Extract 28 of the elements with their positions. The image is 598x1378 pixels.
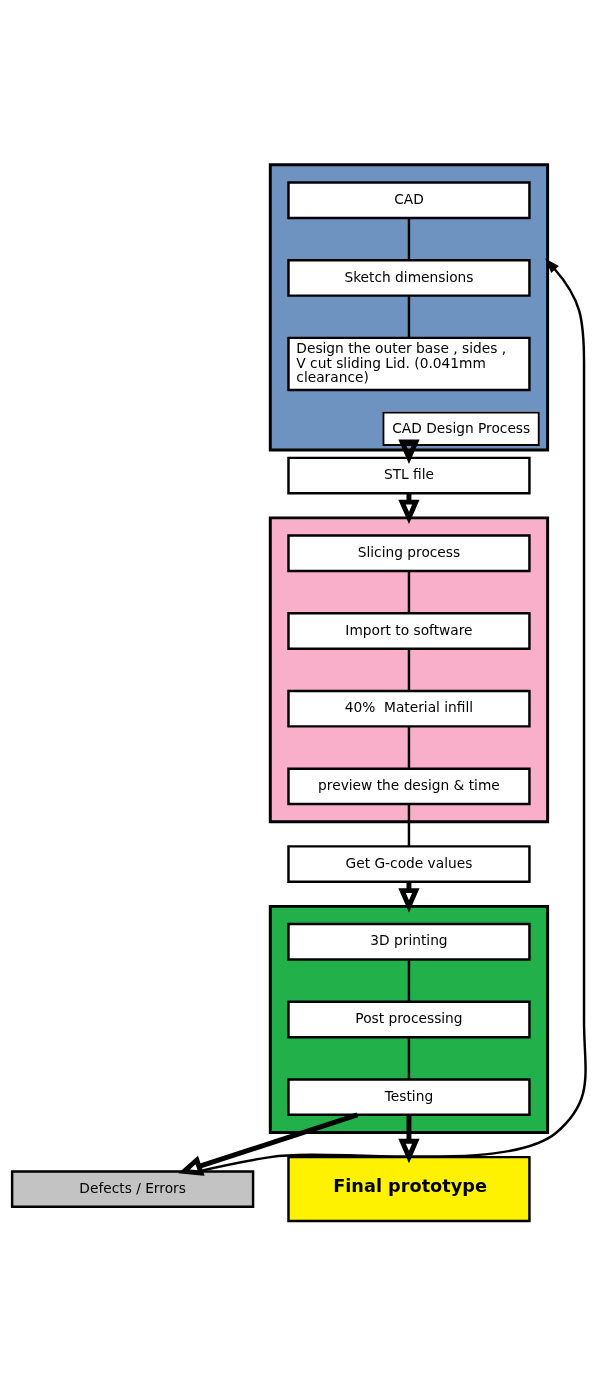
connector <box>407 1037 411 1080</box>
node-box: Testing <box>287 1078 531 1117</box>
node-box: CAD <box>287 181 531 220</box>
connector <box>407 571 411 614</box>
connector <box>407 959 411 1002</box>
node-box: Post processing <box>287 1000 531 1039</box>
node-box: Sketch dimensions <box>287 258 531 297</box>
node-box: Defects / Errors <box>10 1170 255 1209</box>
connector <box>407 804 411 847</box>
node-box: Slicing process <box>287 534 531 573</box>
node-box: STL file <box>287 456 531 495</box>
arrow <box>398 1115 420 1164</box>
node-box: 3D printing <box>287 922 531 961</box>
node-box: Import to software <box>287 612 531 650</box>
node-box: Get G-code values <box>287 845 531 883</box>
node-box: preview the design & time <box>287 767 531 806</box>
node-box: 40% Material infill <box>287 689 531 728</box>
connector <box>407 295 411 338</box>
arrow <box>198 258 587 1173</box>
arrow <box>398 439 420 464</box>
node-box: Design the outer base , sides , V cut sliding Lid. (0.041mm clearance) <box>287 336 531 392</box>
connector <box>407 726 411 769</box>
connector <box>407 648 411 691</box>
cluster <box>268 516 550 824</box>
node-box: Final prototype <box>287 1155 531 1223</box>
arrow <box>178 1112 359 1176</box>
connector <box>407 218 411 261</box>
cluster <box>268 904 550 1135</box>
